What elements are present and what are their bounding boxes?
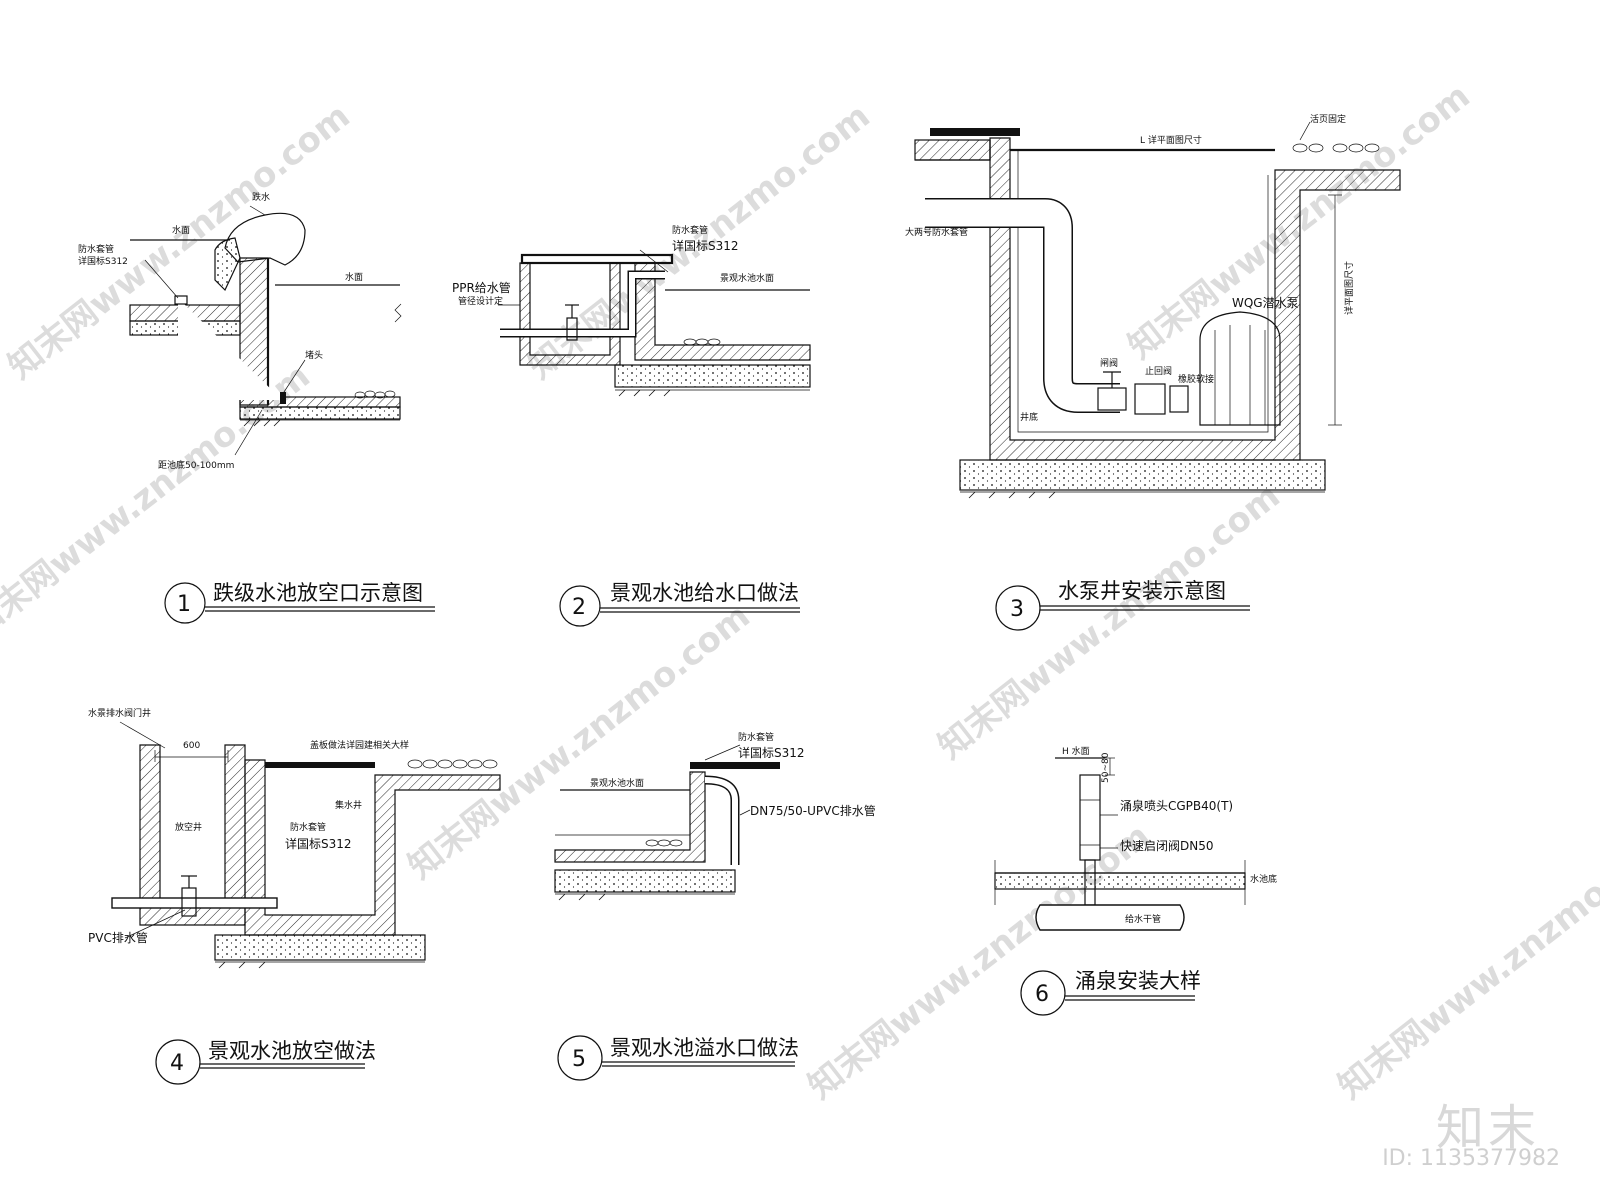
label-pvc-pipe: PVC排水管 bbox=[88, 930, 148, 945]
label-waterfall: 跌水 bbox=[252, 191, 270, 203]
detail-2-drawing: 防水套管 详国标S312 PPR给水管 管径设计定 景观水池水面 bbox=[452, 224, 811, 397]
label-sleeve-ref: 详国标S312 bbox=[285, 836, 352, 851]
detail-1-title-block: 1 跌级水池放空口示意图 bbox=[164, 581, 435, 624]
label-cover-note: 盖板做法详园建相关大样 bbox=[310, 739, 409, 751]
label-nozzle: 涌泉喷头CGPB40(T) bbox=[1120, 799, 1233, 813]
label-sump: 集水井 bbox=[335, 799, 362, 811]
label-upvc: DN75/50-UPVC排水管 bbox=[750, 803, 876, 818]
detail-title: 涌泉安装大样 bbox=[1075, 969, 1201, 993]
detail-6-title-block: 6 涌泉安装大样 bbox=[1020, 969, 1201, 1016]
label-dimension-v: 详平面图尺寸 bbox=[1343, 261, 1355, 315]
label-sleeve-ref: 详国标S312 bbox=[738, 745, 805, 760]
label-valve: 快速启闭阀DN50 bbox=[1120, 839, 1214, 853]
watermark-id: ID: 1135377982 bbox=[1382, 1146, 1560, 1171]
label-drain-well: 放空井 bbox=[175, 821, 202, 833]
detail-5-drawing: 防水套管 详国标S312 景观水池水面 DN75/50-UPVC排水管 bbox=[554, 731, 876, 901]
label-valve-well: 水景排水阀门井 bbox=[88, 707, 151, 719]
label-dim: 50~80 bbox=[1101, 752, 1111, 783]
label-pump: WQG潜水泵 bbox=[1232, 296, 1299, 310]
label-distance: 距池底50-100mm bbox=[158, 459, 234, 471]
detail-4-title-block: 4 景观水池放空做法 bbox=[155, 1039, 376, 1085]
detail-number: 2 bbox=[572, 595, 586, 620]
detail-title: 跌级水池放空口示意图 bbox=[213, 581, 423, 605]
detail-6-drawing: H 水面 50~80 涌泉喷头CGPB40(T) 快速启闭阀DN50 水池底 给… bbox=[994, 745, 1277, 931]
detail-number: 1 bbox=[177, 592, 191, 617]
label-pool-bottom: 水池底 bbox=[1250, 873, 1277, 885]
detail-2-title-block: 2 景观水池给水口做法 bbox=[559, 581, 800, 627]
label-h: H 水面 bbox=[1062, 745, 1090, 757]
label-width: 600 bbox=[183, 741, 200, 751]
watermark-text: 知末网www.znzmo.com bbox=[931, 476, 1288, 767]
label-water-surface: 水面 bbox=[345, 271, 363, 283]
detail-title: 水泵井安装示意图 bbox=[1058, 579, 1226, 603]
watermark-text: 知末网www.znzmo.com bbox=[801, 816, 1158, 1107]
label-gate-valve: 闸阀 bbox=[1100, 358, 1118, 369]
label-well-bottom: 井底 bbox=[1020, 411, 1038, 423]
label-sleeve-ref: 详国标S312 bbox=[672, 238, 739, 253]
label-water-surface: 水面 bbox=[172, 224, 190, 236]
detail-5-title-block: 5 景观水池溢水口做法 bbox=[557, 1035, 799, 1081]
detail-number: 6 bbox=[1035, 982, 1049, 1007]
label-sleeve: 大两号防水套管 bbox=[905, 226, 968, 238]
detail-title: 景观水池给水口做法 bbox=[610, 581, 799, 605]
label-pipe-size: 管径设计定 bbox=[458, 295, 503, 307]
detail-number: 5 bbox=[572, 1047, 586, 1072]
label-cover: 活页固定 bbox=[1310, 113, 1346, 125]
label-sleeve: 防水套管 bbox=[672, 224, 708, 236]
label-sleeve: 防水套管 bbox=[738, 731, 774, 743]
label-check-valve: 止回阀 bbox=[1145, 365, 1172, 377]
detail-number: 4 bbox=[170, 1051, 184, 1076]
detail-1-drawing: 跌水 水面 水面 防水套管 详国标S312 堵头 距池底50-100mm bbox=[78, 191, 402, 471]
watermark-logo: 知末 bbox=[1435, 1100, 1540, 1156]
label-flex-joint: 橡胶软接 bbox=[1178, 373, 1214, 385]
label-sleeve: 防水套管 bbox=[290, 821, 326, 833]
label-sleeve: 防水套管 bbox=[78, 243, 114, 255]
label-plug: 堵头 bbox=[305, 349, 323, 361]
detail-number: 3 bbox=[1010, 597, 1024, 622]
label-surface: 景观水池水面 bbox=[720, 272, 774, 284]
watermark-text: 知末网www.znzmo.com bbox=[1331, 816, 1600, 1107]
detail-4-drawing: 水景排水阀门井 600 盖板做法详园建相关大样 放空井 集水井 防水套管 详国标… bbox=[88, 707, 501, 969]
label-sleeve-ref: 详国标S312 bbox=[78, 255, 128, 267]
detail-title: 景观水池溢水口做法 bbox=[610, 1036, 799, 1060]
label-main-pipe: 给水干管 bbox=[1125, 913, 1161, 925]
detail-3-title-block: 3 水泵井安装示意图 bbox=[995, 579, 1250, 631]
label-ppr-pipe: PPR给水管 bbox=[452, 280, 511, 295]
detail-3-drawing: L 详平面图尺寸 活页固定 详平面图尺寸 大两号防水套管 WQG潜水泵 闸阀 止… bbox=[905, 113, 1401, 499]
label-surface: 景观水池水面 bbox=[590, 777, 644, 789]
detail-title: 景观水池放空做法 bbox=[208, 1039, 376, 1063]
label-dimension-l: L 详平面图尺寸 bbox=[1140, 134, 1202, 146]
